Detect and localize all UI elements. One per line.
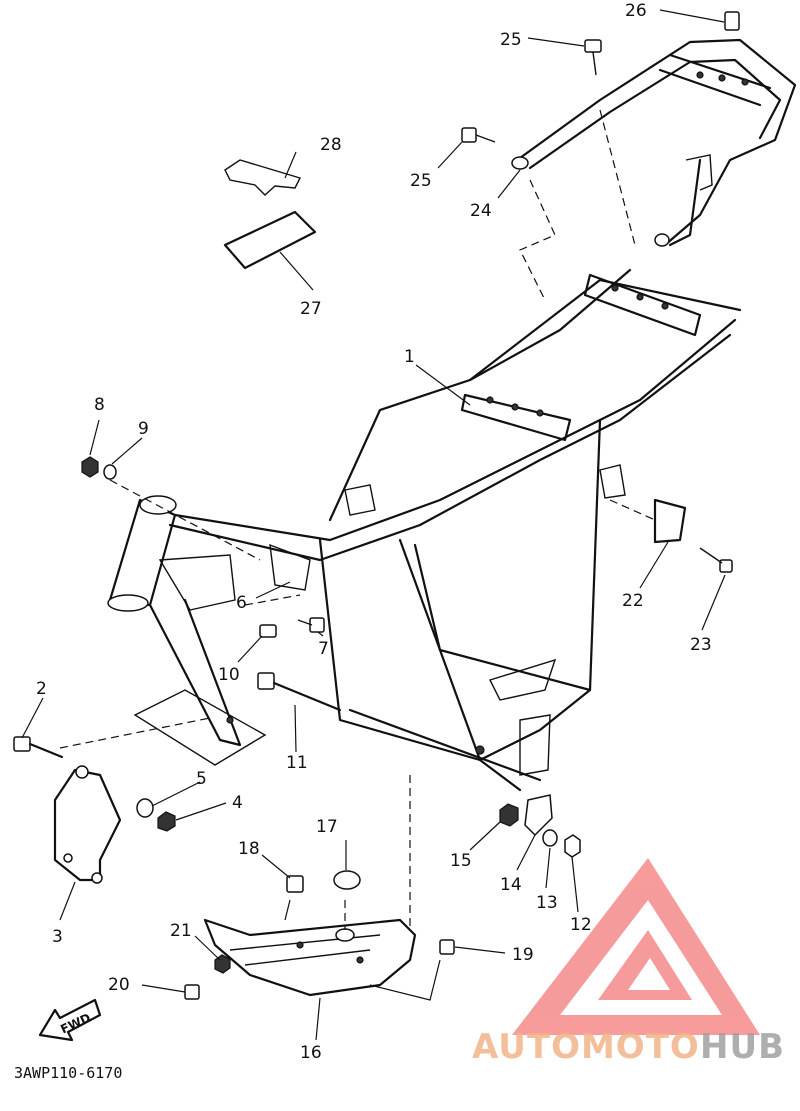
label-part-27: 27 [300, 299, 322, 319]
fwd-arrow: FWD [38, 998, 102, 1042]
part-labels: 26 25 25 24 28 27 1 8 9 6 10 7 11 2 5 4 … [36, 1, 712, 1063]
label-part-4: 4 [232, 793, 243, 813]
label-part-13: 13 [536, 893, 558, 913]
watermark-text-main: AUTOMOTO [472, 1027, 700, 1067]
label-part-8: 8 [94, 395, 105, 415]
drawing-code: 3AWP110-6170 [14, 1064, 122, 1082]
label-part-6: 6 [236, 593, 247, 613]
part-28-bracket [224, 159, 301, 196]
leader-lines [21, 9, 726, 1041]
label-part-25-upper: 25 [500, 30, 522, 50]
part-27-cover [223, 210, 317, 270]
watermark-triangle-hole [628, 958, 670, 990]
watermark-text-hub: HUB [700, 1027, 785, 1067]
label-part-24: 24 [470, 201, 492, 221]
label-part-1: 1 [404, 347, 415, 367]
label-part-16: 16 [300, 1043, 322, 1063]
label-part-21: 21 [170, 921, 192, 941]
hardware [13, 11, 740, 1000]
label-part-15: 15 [450, 851, 472, 871]
watermark-logo [512, 858, 760, 1035]
label-part-18: 18 [238, 839, 260, 859]
label-part-26: 26 [625, 1, 647, 21]
skid-plate [203, 918, 417, 997]
label-part-5: 5 [196, 769, 207, 789]
label-part-9: 9 [138, 419, 149, 439]
part-22-clamp [653, 498, 687, 544]
label-part-12: 12 [570, 915, 592, 935]
fwd-label: FWD [58, 1011, 92, 1037]
label-part-2: 2 [36, 679, 47, 699]
engine-bracket [53, 765, 122, 884]
label-part-28: 28 [320, 135, 342, 155]
label-part-3: 3 [52, 927, 63, 947]
label-part-22: 22 [622, 591, 644, 611]
label-part-25-lower: 25 [410, 171, 432, 191]
label-part-20: 20 [108, 975, 130, 995]
label-part-11: 11 [286, 753, 308, 773]
watermark-triangle-core [598, 930, 692, 1000]
label-part-23: 23 [690, 635, 712, 655]
assembly-lines [59, 109, 656, 930]
label-part-7: 7 [318, 639, 329, 659]
label-part-10: 10 [218, 665, 240, 685]
label-part-19: 19 [512, 945, 534, 965]
label-part-14: 14 [500, 875, 522, 895]
rear-subframe [511, 38, 797, 247]
label-part-17: 17 [316, 817, 338, 837]
